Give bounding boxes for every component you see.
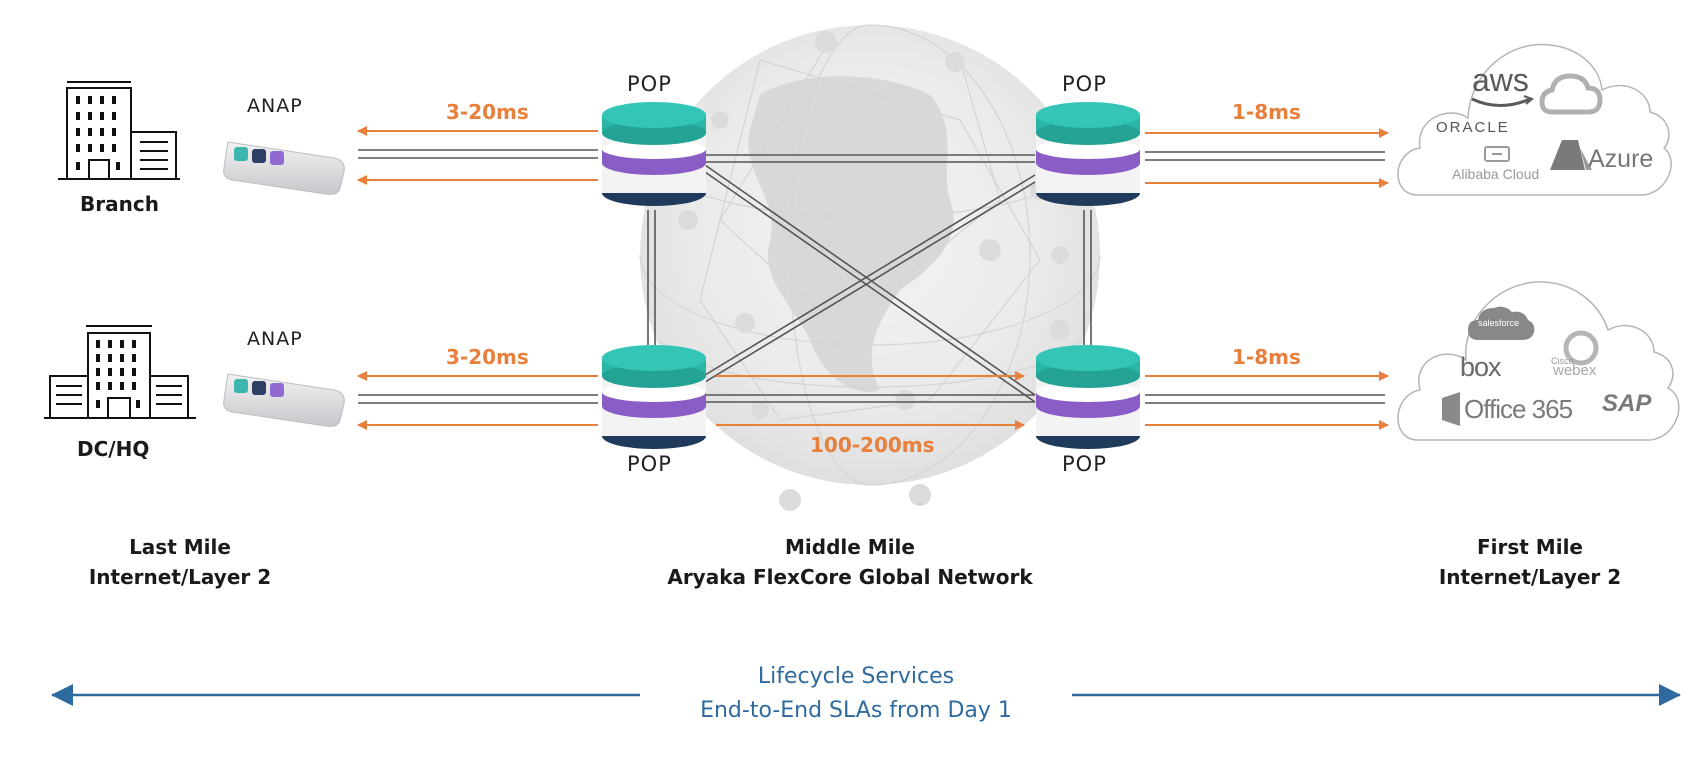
latency-last-mile-top: 3-20ms <box>446 100 529 124</box>
sap-logo: SAP <box>1602 390 1652 417</box>
cisco-logo: Cisco <box>1551 356 1574 366</box>
first-mile-links <box>1145 128 1389 430</box>
branch-label: Branch <box>80 192 159 216</box>
middle-mile-arrows <box>716 371 1025 430</box>
pop-label-top-left: POP <box>627 72 672 96</box>
last-mile-title: Last Mile <box>129 535 231 559</box>
lifecycle-caption: Lifecycle Services End-to-End SLAs from … <box>640 660 1072 728</box>
last-mile-caption: Last Mile Internet/Layer 2 <box>40 532 320 592</box>
lifecycle-subtitle: End-to-End SLAs from Day 1 <box>700 698 1012 723</box>
office-365-icon <box>1442 392 1460 426</box>
anap-label-bottom: ANAP <box>247 328 303 350</box>
salesforce-icon <box>1468 306 1535 340</box>
pop-server-icon <box>602 345 706 449</box>
google-cloud-icon <box>1539 73 1603 115</box>
pop-label-top-right: POP <box>1062 72 1107 96</box>
latency-first-mile-bottom: 1-8ms <box>1232 345 1301 369</box>
azure-icon <box>1550 140 1592 170</box>
aws-smile-icon <box>1471 95 1534 107</box>
anap-label-top: ANAP <box>247 95 303 117</box>
alibaba-cloud-icon <box>1484 146 1510 162</box>
first-mile-caption: First Mile Internet/Layer 2 <box>1390 532 1670 592</box>
last-mile-links <box>357 126 598 430</box>
lifecycle-title: Lifecycle Services <box>757 664 955 689</box>
dchq-label: DC/HQ <box>77 437 150 461</box>
first-mile-title: First Mile <box>1477 535 1583 559</box>
pop-server-icon <box>602 102 706 206</box>
pop-label-bottom-left: POP <box>627 452 672 476</box>
middle-mile-title: Middle Mile <box>785 535 915 559</box>
office-365-logo: Office 365 <box>1464 394 1573 424</box>
middle-mile-subtitle: Aryaka FlexCore Global Network <box>667 565 1033 589</box>
oracle-logo: ORACLE <box>1436 119 1510 136</box>
pop-server-icon <box>1036 345 1140 449</box>
salesforce-logo: salesforce <box>1478 318 1520 328</box>
building-icon <box>58 81 180 180</box>
box-logo: box <box>1460 352 1502 382</box>
anap-device-icon <box>223 373 345 427</box>
alibaba-cloud-logo: Alibaba Cloud <box>1452 166 1540 182</box>
middle-mile-caption: Middle Mile Aryaka FlexCore Global Netwo… <box>640 532 1060 592</box>
last-mile-subtitle: Internet/Layer 2 <box>88 565 272 589</box>
anap-device-icon <box>223 141 345 195</box>
building-icon <box>44 325 196 419</box>
aws-logo: aws <box>1472 62 1529 98</box>
pop-server-icon <box>1036 102 1140 206</box>
cisco-webex-icon <box>1563 330 1599 366</box>
latency-last-mile-bottom: 3-20ms <box>446 345 529 369</box>
cloud-icon <box>1397 43 1680 441</box>
first-mile-subtitle: Internet/Layer 2 <box>1438 565 1622 589</box>
middle-mile-mesh <box>647 154 1092 403</box>
webex-logo: webex <box>1553 362 1597 379</box>
latency-first-mile-top: 1-8ms <box>1232 100 1301 124</box>
azure-logo: Azure <box>1588 145 1654 173</box>
pop-label-bottom-right: POP <box>1062 452 1107 476</box>
latency-middle-mile: 100-200ms <box>810 433 935 457</box>
